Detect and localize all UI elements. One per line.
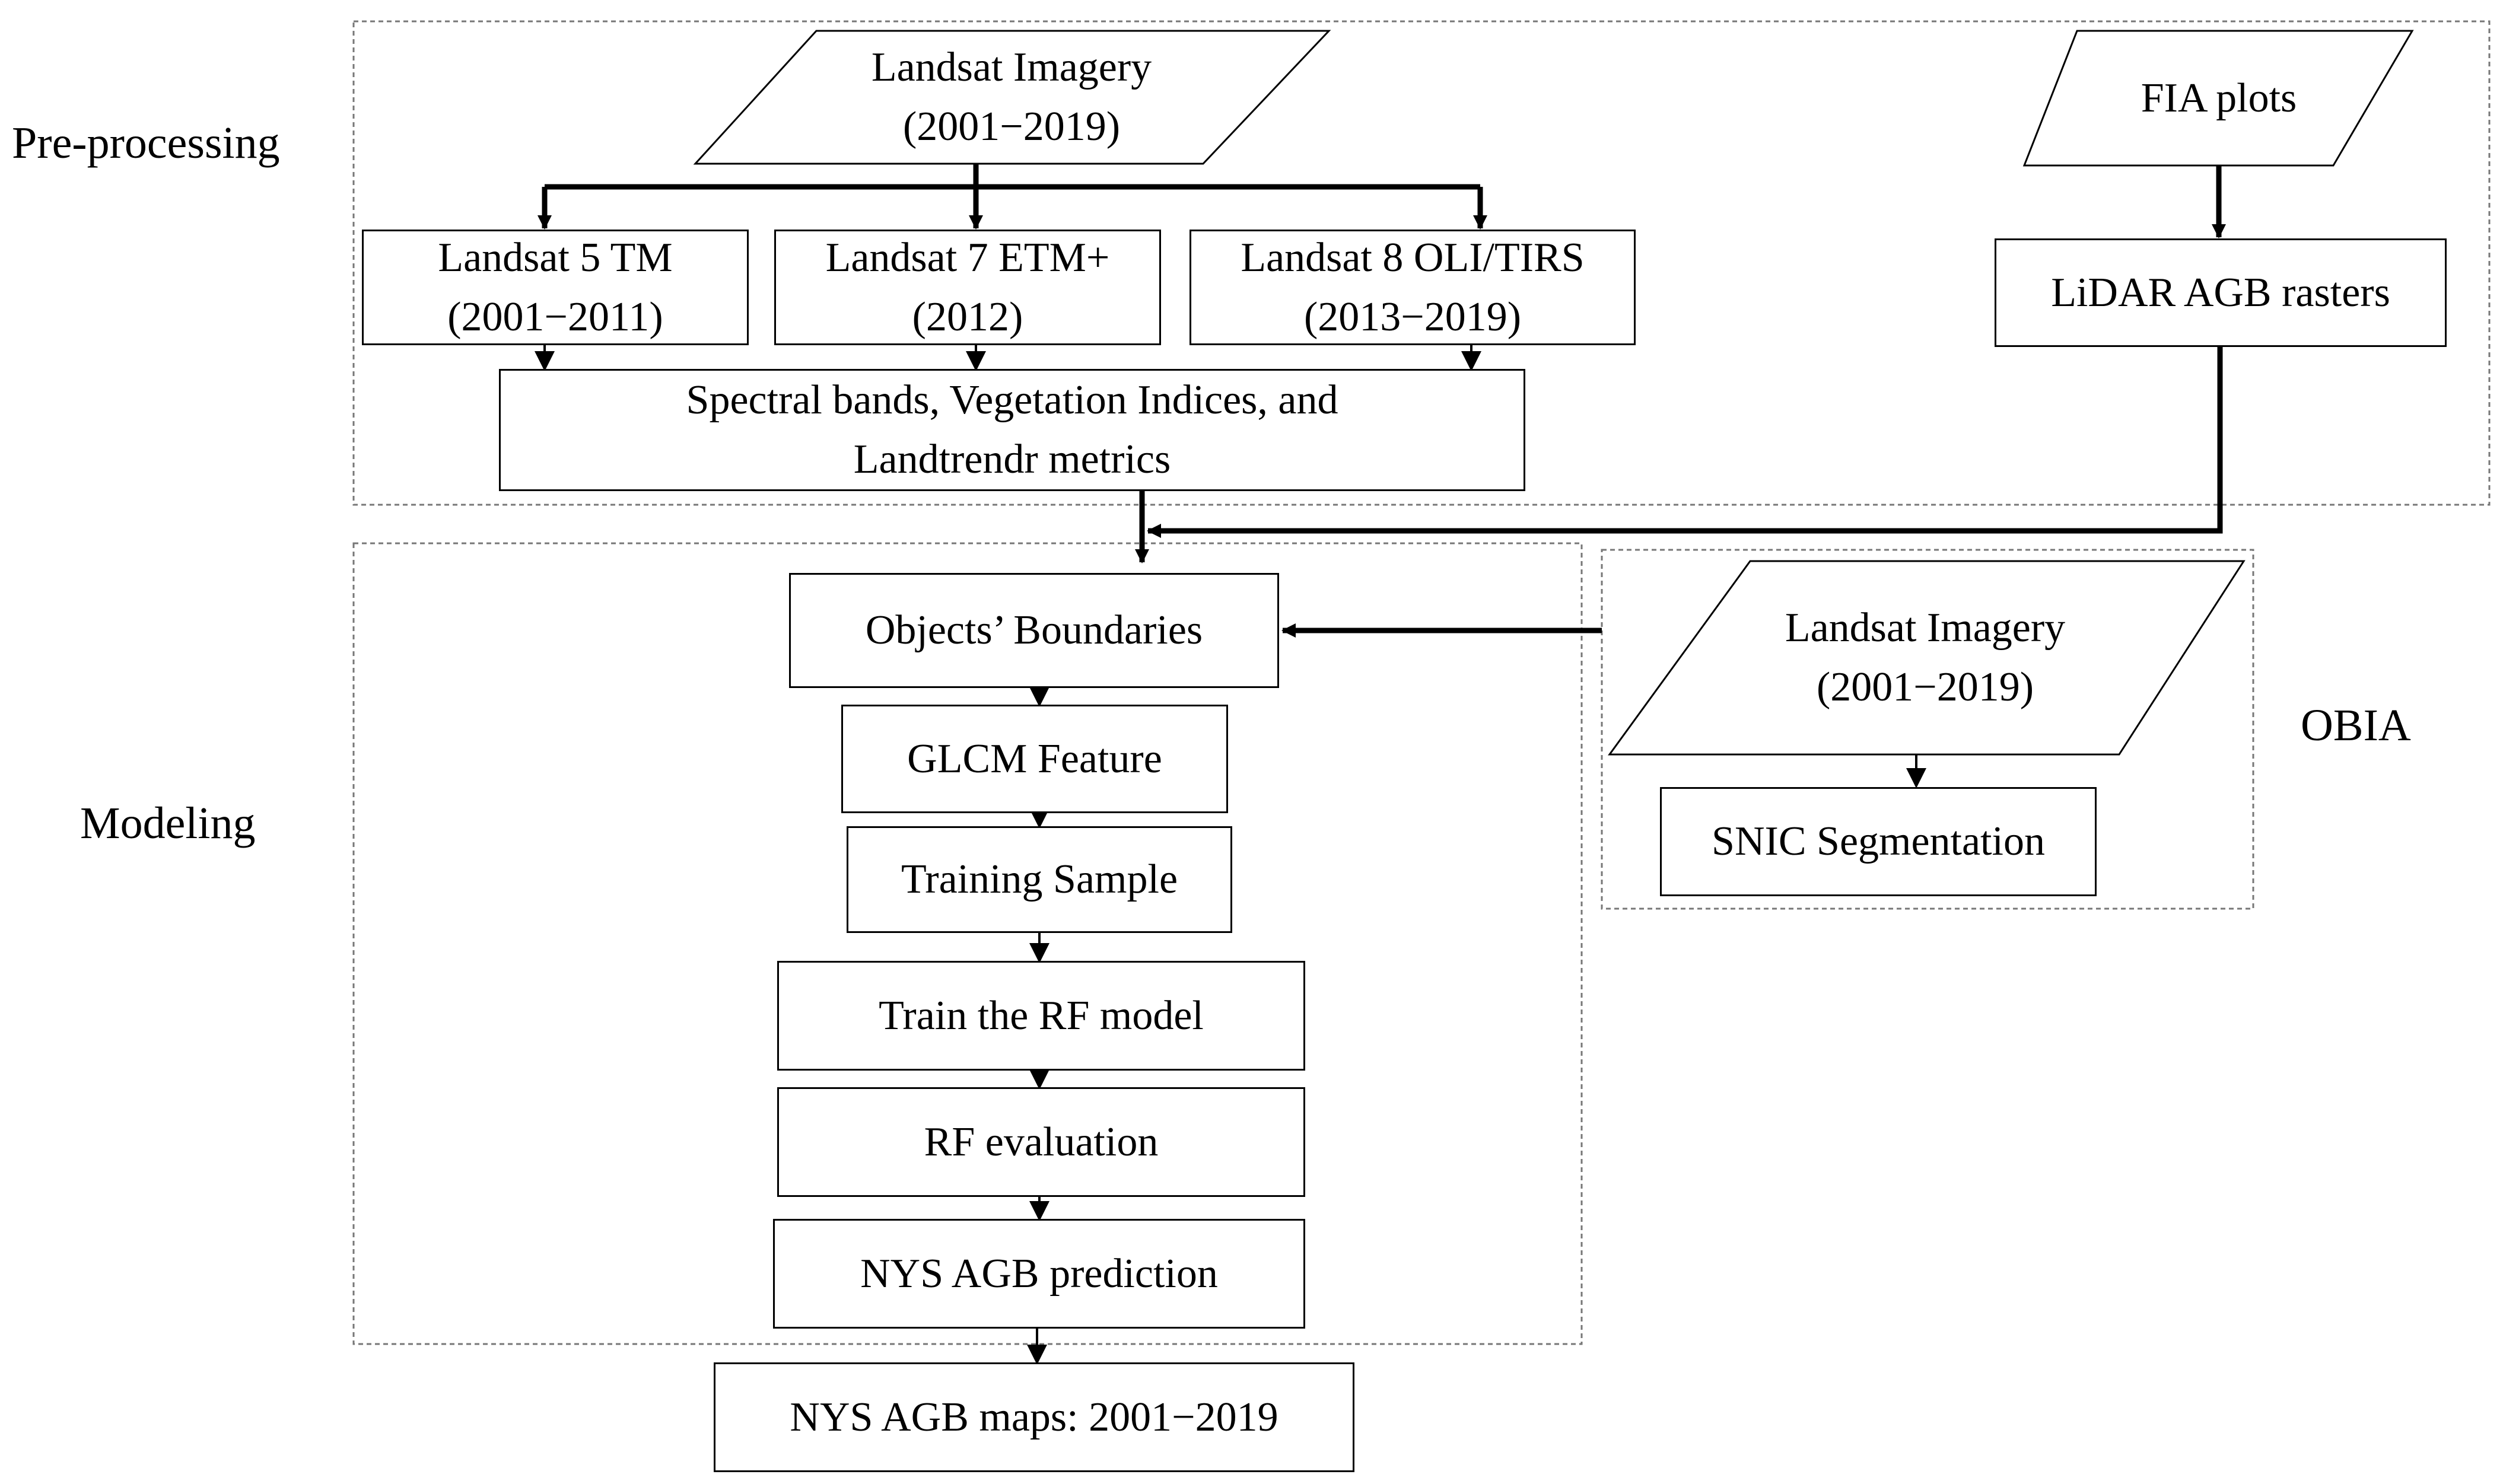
- glcm-feature-box: GLCM Feature: [841, 705, 1228, 813]
- landsat-imagery-top-shape: [693, 30, 1331, 165]
- snic-segmentation-box: SNIC Segmentation: [1660, 787, 2097, 896]
- landsat8-box: Landsat 8 OLI/TIRS (2013−2019): [1190, 230, 1636, 345]
- landsat5-box: Landsat 5 TM (2001−2011): [362, 230, 749, 345]
- obia-frame: [1601, 549, 2254, 910]
- fia-plots: FIA plots: [2141, 75, 2297, 121]
- training-sample-box: Training Sample: [847, 826, 1232, 933]
- lidar-box: LiDAR AGB rasters: [1995, 238, 2447, 347]
- section-label-preprocessing: Pre-processing: [12, 118, 280, 168]
- preprocessing-frame: [352, 20, 2491, 506]
- modeling-frame: [352, 542, 1583, 1345]
- train-rf-model-box: Train the RF model: [777, 961, 1305, 1071]
- nys-agb-prediction-box: NYS AGB prediction: [773, 1219, 1305, 1329]
- connector-lidar-route: [1147, 347, 2223, 538]
- landsat-imagery-top: Landsat Imagery (2001−2019): [871, 44, 1152, 149]
- rf-evaluation-box: RF evaluation: [777, 1087, 1305, 1197]
- section-label-modeling: Modeling: [80, 798, 256, 848]
- objects-boundaries-box: Objects’ Boundaries: [789, 573, 1279, 688]
- landsat7-box: Landsat 7 ETM+ (2012): [774, 230, 1161, 345]
- landsat-imagery-obia: Landsat Imagery (2001−2019): [1785, 605, 2066, 710]
- landsat-imagery-obia-shape: [1608, 560, 2246, 756]
- section-label-obia: OBIA: [2301, 700, 2411, 750]
- fia-plots-shape: [2022, 30, 2414, 167]
- spectral-box: Spectral bands, Vegetation Indices, and …: [499, 369, 1525, 491]
- nys-agb-maps-box: NYS AGB maps: 2001−2019: [714, 1362, 1354, 1472]
